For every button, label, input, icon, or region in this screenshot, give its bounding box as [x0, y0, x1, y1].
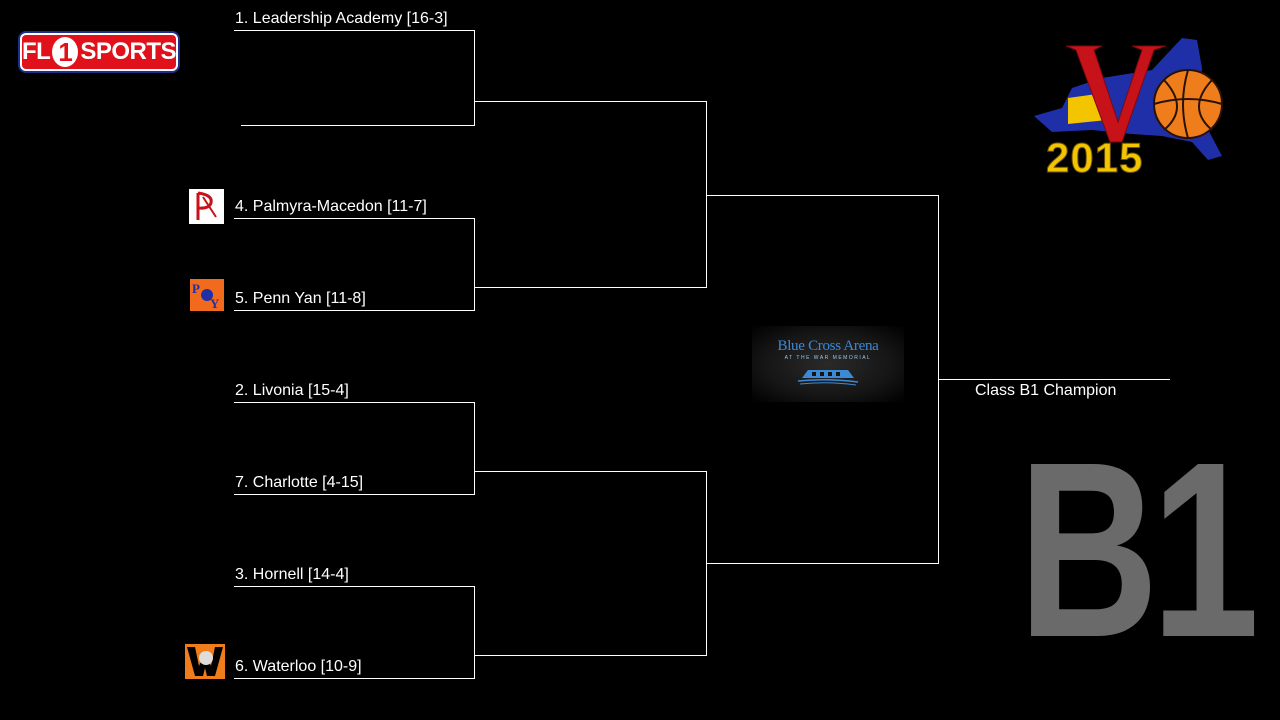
class-b1-label: B1	[1018, 410, 1259, 689]
bracket-line	[706, 101, 707, 288]
section-v-2015-logo: 2015	[1032, 38, 1232, 182]
team-hornell: 3. Hornell [14-4]	[235, 566, 349, 583]
bracket-line	[474, 218, 475, 311]
bracket-line	[707, 563, 939, 564]
bracket-line	[938, 195, 939, 564]
bracket-line	[241, 125, 475, 126]
bracket-line	[234, 402, 475, 403]
bracket-line	[474, 30, 475, 126]
bracket-line	[474, 402, 475, 495]
bracket-line	[234, 586, 475, 587]
bracket-line	[234, 678, 475, 679]
bracket-line	[474, 586, 475, 679]
arena-building-icon	[797, 370, 859, 386]
bracket-line	[234, 494, 475, 495]
team-penn-yan: 5. Penn Yan [11-8]	[235, 290, 366, 307]
team-waterloo: 6. Waterloo [10-9]	[235, 658, 362, 675]
arena-name: Blue Cross Arena	[777, 338, 879, 354]
fl1-logo-fl: FL	[22, 38, 51, 65]
bracket-line	[475, 655, 707, 656]
team-livonia: 2. Livonia [15-4]	[235, 382, 349, 399]
svg-text:P: P	[192, 281, 200, 296]
team-palmyra-macedon: 4. Palmyra-Macedon [11-7]	[235, 198, 427, 215]
fl1-logo-sports: SPORTS	[80, 38, 176, 65]
bracket-line	[707, 195, 939, 196]
bracket-line	[475, 287, 707, 288]
svg-text:Y: Y	[210, 296, 220, 311]
champion-label: Class B1 Champion	[975, 382, 1117, 399]
champion-line	[939, 379, 1170, 380]
palmyra-macedon-logo	[189, 189, 224, 224]
bracket-line	[475, 471, 707, 472]
bracket-line	[234, 218, 475, 219]
red-v-letter	[1065, 45, 1167, 143]
arena-subtitle: AT THE WAR MEMORIAL	[784, 355, 872, 361]
bracket-line	[475, 101, 707, 102]
blue-cross-arena-logo: Blue Cross Arena AT THE WAR MEMORIAL	[752, 326, 904, 402]
penn-yan-logo: P Y	[190, 279, 224, 311]
section-v-graphic	[1034, 38, 1223, 160]
bracket-line	[234, 310, 475, 311]
team-charlotte: 7. Charlotte [4-15]	[235, 474, 364, 491]
waterloo-logo	[185, 644, 225, 679]
bracket-line	[234, 30, 475, 31]
bracket-line	[706, 471, 707, 656]
section-v-year: 2015	[1045, 134, 1144, 182]
team-leadership-academy: 1. Leadership Academy [16-3]	[235, 10, 448, 27]
fl1-logo-one: 1	[52, 37, 79, 67]
